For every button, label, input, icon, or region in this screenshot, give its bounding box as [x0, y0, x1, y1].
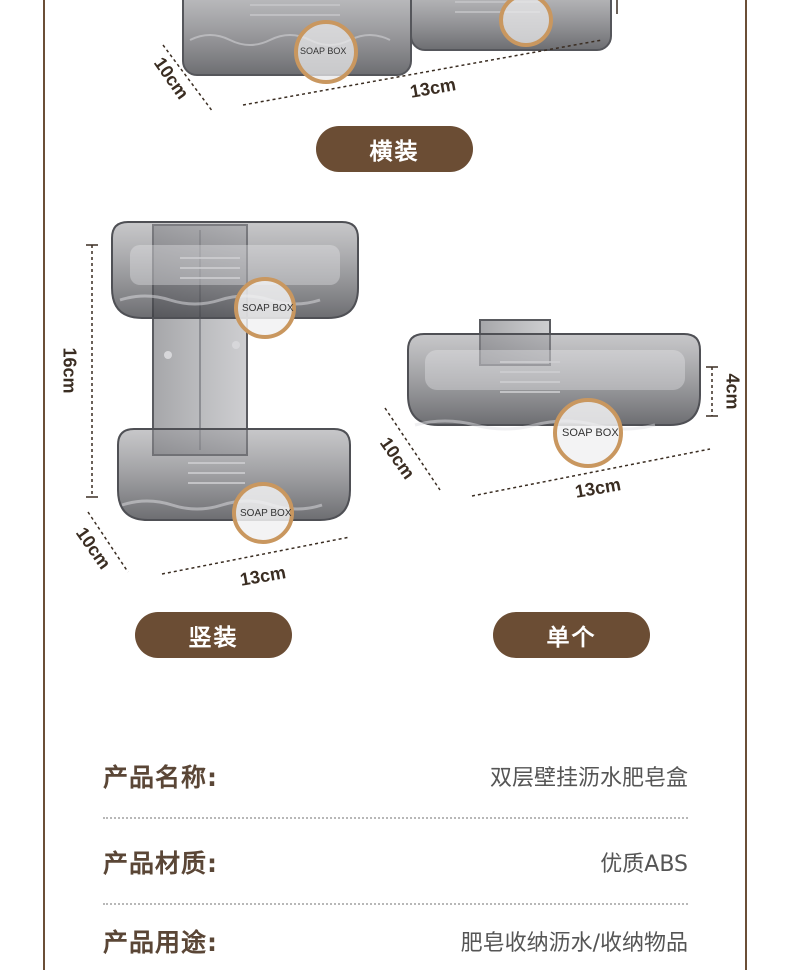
vertical-soap-badge-top: SOAP BOX [242, 303, 294, 314]
spec-value: 肥皂收纳沥水/收纳物品 [460, 931, 688, 956]
single-install-label: 单个 [493, 612, 650, 658]
single-soap-box-image [407, 319, 701, 468]
spec-divider [103, 817, 688, 819]
spec-divider [103, 903, 688, 905]
single-depth-dimension-line [384, 407, 441, 491]
page-frame [43, 0, 747, 970]
single-width-dimension-line [471, 448, 711, 497]
spec-row-name: 产品名称: 双层壁挂沥水肥皂盒 [103, 756, 688, 796]
horizontal-depth-dimension-line [162, 44, 214, 113]
vertical-width-dimension-line [161, 536, 351, 575]
spec-value: 优质ABS [600, 852, 688, 877]
single-soap-badge: SOAP BOX [562, 427, 619, 439]
single-height-dimension-line [706, 366, 718, 417]
horizontal-soap-box-image [182, 0, 612, 84]
spec-row-usage: 产品用途: 肥皂收纳沥水/收纳物品 [103, 921, 688, 961]
single-height-label: 4cm [722, 373, 743, 410]
horizontal-install-label: 横装 [316, 126, 473, 172]
vertical-depth-dimension-line [87, 511, 129, 573]
spec-row-material: 产品材质: 优质ABS [103, 842, 688, 882]
horizontal-width-dimension-line [242, 39, 603, 106]
spec-key: 产品名称: [103, 763, 218, 792]
vertical-soap-box-image [111, 221, 359, 544]
horizontal-soap-badge: SOAP BOX [300, 46, 347, 56]
vertical-height-dimension-line [86, 244, 98, 498]
spec-key: 产品用途: [103, 928, 218, 957]
spec-value: 双层壁挂沥水肥皂盒 [489, 766, 688, 791]
vertical-install-label: 竖装 [135, 612, 292, 658]
spec-key: 产品材质: [103, 849, 218, 878]
vertical-height-label: 16cm [59, 347, 80, 394]
vertical-soap-badge-bottom: SOAP BOX [240, 508, 292, 519]
